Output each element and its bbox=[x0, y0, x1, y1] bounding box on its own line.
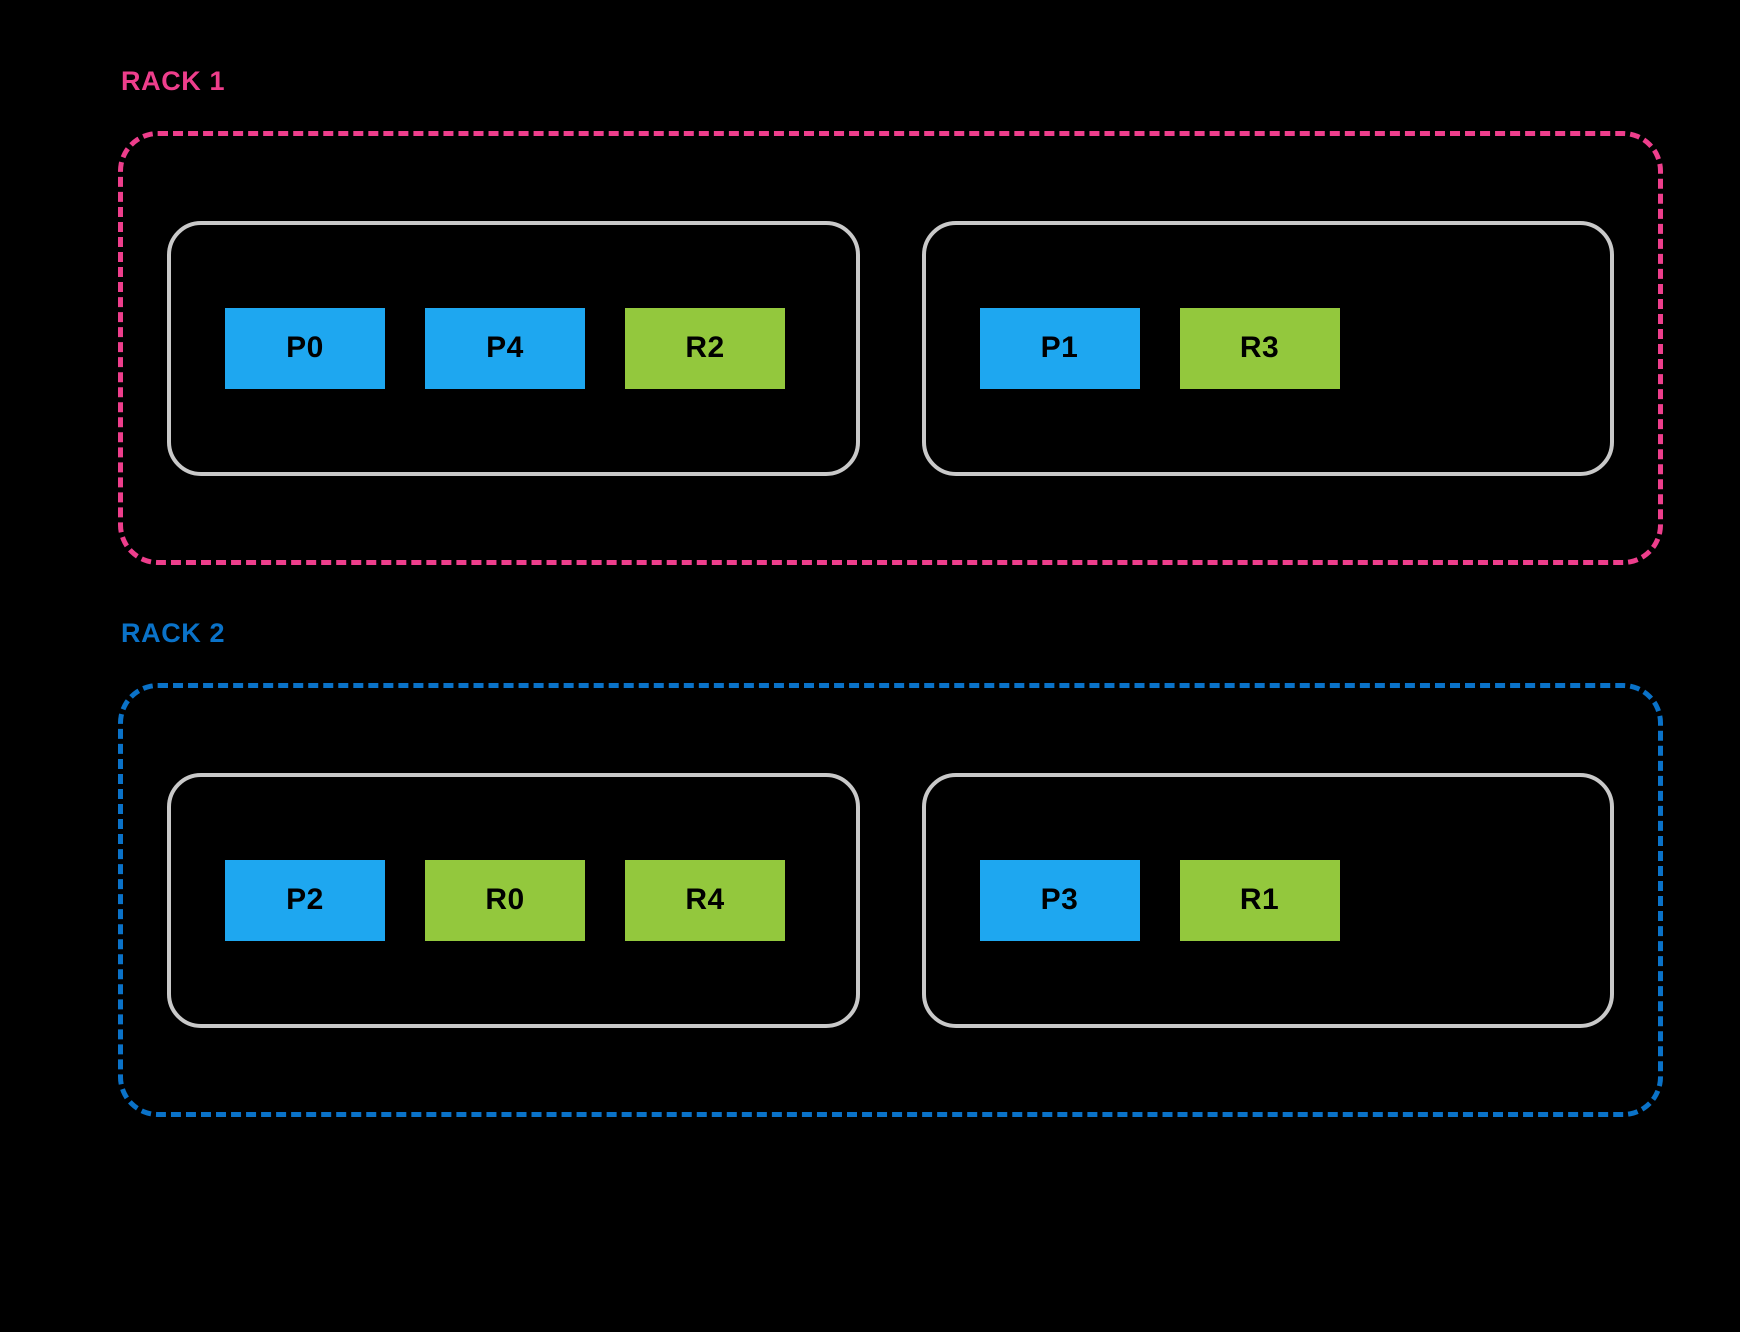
rack-1-node-1: P0 P4 R2 bbox=[167, 220, 860, 476]
rack-1-container: P0 P4 R2 P1 R3 bbox=[118, 131, 1663, 565]
chip-r3[interactable]: R3 bbox=[1179, 307, 1340, 389]
chip-r0[interactable]: R0 bbox=[425, 859, 585, 941]
chip-p1[interactable]: P1 bbox=[979, 307, 1140, 389]
rack-2-label: RACK 2 bbox=[121, 618, 226, 648]
rack-2-node-2: P3 R1 bbox=[921, 772, 1614, 1028]
chip-p3[interactable]: P3 bbox=[979, 859, 1140, 941]
chip-p0[interactable]: P0 bbox=[225, 307, 385, 389]
rack-1-label: RACK 1 bbox=[121, 66, 226, 96]
chip-r1[interactable]: R1 bbox=[1179, 859, 1340, 941]
chip-p2[interactable]: P2 bbox=[225, 859, 385, 941]
rack-2-node-1: P2 R0 R4 bbox=[167, 772, 860, 1028]
rack-2-container: P2 R0 R4 P3 R1 bbox=[118, 683, 1663, 1117]
chip-p4[interactable]: P4 bbox=[425, 307, 585, 389]
rack-group-2: RACK 2 P2 R0 R4 P3 R1 bbox=[118, 620, 1663, 1117]
rack-group-1: RACK 1 P0 P4 R2 P1 R3 bbox=[118, 68, 1663, 565]
rack-1-node-2: P1 R3 bbox=[921, 220, 1614, 476]
chip-r4[interactable]: R4 bbox=[625, 859, 785, 941]
chip-r2[interactable]: R2 bbox=[625, 307, 785, 389]
